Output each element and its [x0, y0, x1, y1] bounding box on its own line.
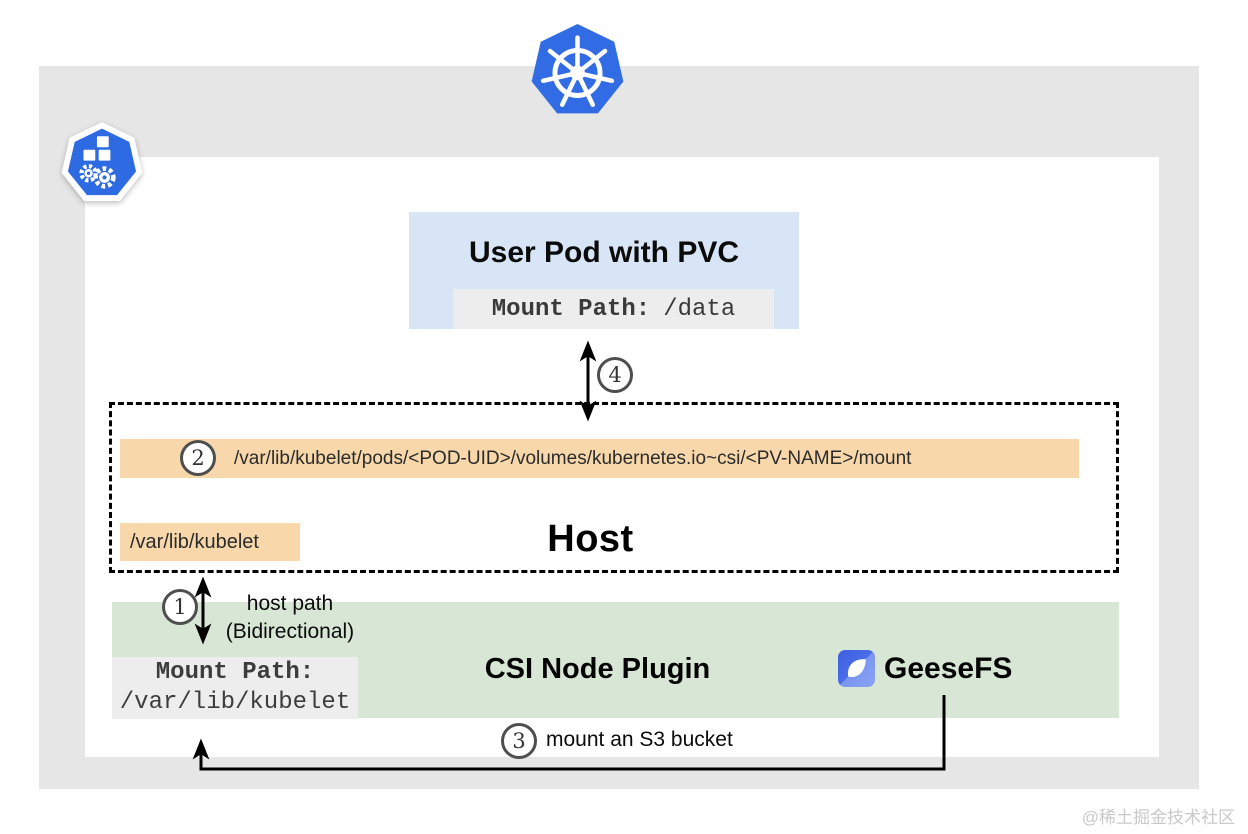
- step-4-badge: 4: [597, 357, 633, 393]
- pod-mount-path-value: /data: [663, 295, 736, 323]
- csi-node-plugin-title: CSI Node Plugin: [484, 653, 711, 685]
- pod-mount-path-box: Mount Path: /data: [453, 289, 774, 329]
- kubernetes-logo-icon: [527, 22, 628, 120]
- step-3-badge: 3: [501, 723, 537, 759]
- pod-mount-path-label: Mount Path:: [491, 295, 651, 323]
- hostpath-label-line2: (Bidirectional): [225, 620, 355, 643]
- kubelet-pod-volume-path-bar: [120, 439, 1079, 478]
- csi-mount-path-label: Mount Path:: [155, 659, 315, 686]
- csi-mount-path-value: /var/lib/kubelet: [119, 689, 351, 716]
- mount-s3-bucket-label: mount an S3 bucket: [546, 728, 733, 751]
- hostpath-label-line1: host path: [246, 592, 334, 615]
- geesefs-icon: [838, 650, 875, 687]
- hostpath-label: host path (Bidirectional): [212, 590, 368, 646]
- user-pod-title: User Pod with PVC: [468, 236, 740, 269]
- step-2-badge: 2: [180, 440, 216, 476]
- kubelet-logo-icon: [60, 121, 144, 207]
- kubelet-root-path-box: /var/lib/kubelet: [120, 523, 300, 561]
- host-boundary-box: [109, 402, 1119, 573]
- step-1-badge: 1: [162, 589, 198, 625]
- host-title: Host: [547, 518, 634, 560]
- watermark: @稀土掘金技术社区: [1081, 808, 1235, 827]
- kubelet-pod-volume-path-text: /var/lib/kubelet/pods/<POD-UID>/volumes/…: [234, 447, 912, 469]
- csi-mount-path-box: Mount Path: /var/lib/kubelet: [112, 657, 358, 719]
- geesefs-label: GeeseFS: [884, 652, 1013, 685]
